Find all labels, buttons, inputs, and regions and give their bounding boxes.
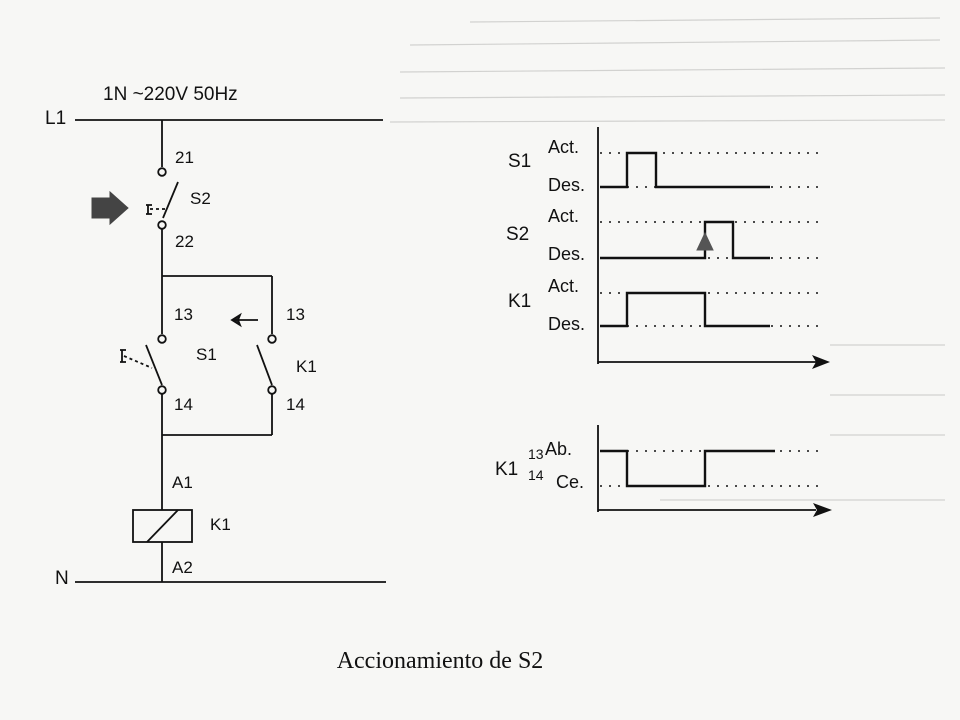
supply-label: 1N ~220V 50Hz xyxy=(103,84,238,105)
row-s1-low: Des. xyxy=(548,175,585,195)
s2-name: S2 xyxy=(190,189,211,208)
timing-diagram: S1 Act. Des. S2 Act. Des. K1 Act. Des. xyxy=(506,127,830,369)
row-s2-high: Act. xyxy=(548,206,579,226)
contact-state-diagram: K1 13 Ab. 14 Ce. xyxy=(495,425,832,517)
coil-k1: A1 K1 A2 xyxy=(132,473,231,582)
contact-low-label: Ce. xyxy=(556,472,584,492)
row-s1-high: Act. xyxy=(548,137,579,157)
k1-contact-top-terminal: 13 xyxy=(286,305,305,324)
line-label: L1 xyxy=(45,108,66,129)
coil-name: K1 xyxy=(210,515,231,534)
dotted-guides xyxy=(600,152,820,327)
paper-bleed-through xyxy=(389,17,946,501)
coil-bottom-terminal: A2 xyxy=(172,558,193,577)
waveform-k1-contact xyxy=(600,449,775,488)
k1-contact-bottom-terminal: 14 xyxy=(286,395,305,414)
contact-low-terminal: 14 xyxy=(528,467,544,483)
row-k1-name: K1 xyxy=(508,291,531,312)
s1-name: S1 xyxy=(196,345,217,364)
row-s1-name: S1 xyxy=(508,151,531,172)
contact-high-label: Ab. xyxy=(545,439,572,459)
row-k1-low: Des. xyxy=(548,314,585,334)
contact-high-terminal: 13 xyxy=(528,446,544,462)
s2-top-terminal: 21 xyxy=(175,148,194,167)
switch-s1: 13 S1 14 xyxy=(120,305,217,414)
hold-arrow-icon xyxy=(230,312,258,328)
contact-k1: 13 K1 14 xyxy=(256,305,317,414)
s1-bottom-terminal: 14 xyxy=(174,395,193,414)
coil-top-terminal: A1 xyxy=(172,473,193,492)
k1-contact-name: K1 xyxy=(296,357,317,376)
contact-axis-arrow xyxy=(813,503,832,517)
press-arrow-icon xyxy=(91,190,129,226)
neutral-label: N xyxy=(55,568,69,589)
s2-bottom-terminal: 22 xyxy=(175,232,194,251)
waveform-s2 xyxy=(600,220,770,260)
timing-axis-arrow xyxy=(812,355,830,369)
waveform-k1 xyxy=(600,291,770,328)
waveform-s1 xyxy=(600,151,770,189)
row-s2-name: S2 xyxy=(506,224,529,245)
figure-caption: Accionamiento de S2 xyxy=(337,648,544,674)
contact-row-name: K1 xyxy=(495,459,518,480)
switch-s2: 21 S2 22 xyxy=(146,120,211,276)
s2-press-marker-icon xyxy=(696,231,714,251)
row-k1-high: Act. xyxy=(548,276,579,296)
s1-top-terminal: 13 xyxy=(174,305,193,324)
row-s2-low: Des. xyxy=(548,244,585,264)
ladder-circuit: 1N ~220V 50Hz L1 N 21 S2 22 xyxy=(45,84,386,589)
